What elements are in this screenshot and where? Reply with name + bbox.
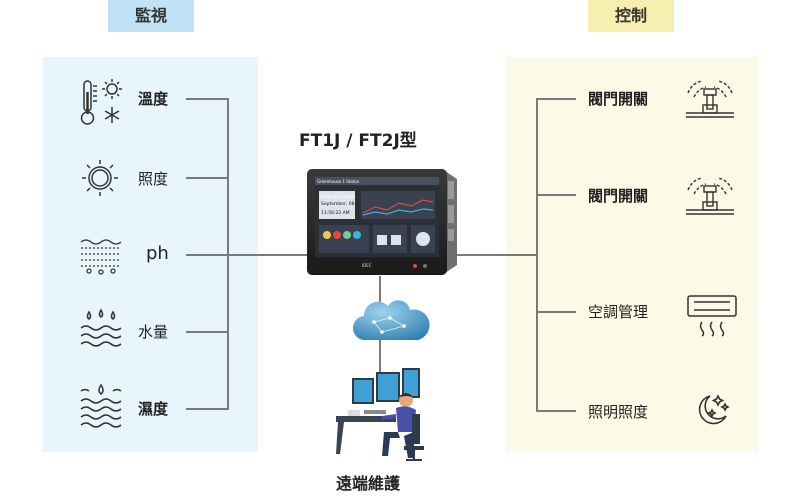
air-conditioner-icon — [687, 295, 737, 337]
screen-time: 11:56:22 AM — [321, 211, 350, 216]
control-label-ac: 空調管理 — [588, 303, 649, 321]
sprinkler-valve-icon — [686, 80, 734, 118]
monitor-tag: 監視 — [108, 0, 194, 32]
control-tag: 控制 — [588, 0, 674, 32]
monitor-label-ph: ph — [146, 243, 169, 264]
sun-icon — [82, 160, 118, 196]
device-to-control — [452, 254, 538, 256]
soil-ph-icon — [80, 239, 122, 275]
monitor-branch-5 — [186, 408, 228, 410]
screen-date: September, 08 — [321, 202, 355, 207]
control-label-valve-2: 閥門開關 — [588, 187, 649, 205]
monitor-label-illuminance: 照度 — [138, 170, 169, 188]
control-trunk — [536, 98, 538, 410]
device-title: FT1J / FT2J型 — [299, 131, 417, 151]
monitor-branch-2 — [186, 177, 228, 179]
monitor-to-device — [186, 254, 310, 256]
thermometer-sun-snow-icon — [80, 79, 122, 125]
control-label-valve-1: 閥門開關 — [588, 90, 649, 108]
screen-header: Greenhouse 1 Status — [317, 179, 360, 184]
screen-subtitle: Production Status — [320, 194, 356, 199]
cloud-icon — [352, 300, 430, 341]
device-brand: IDEC — [362, 263, 372, 268]
monitor-label-humidity: 濕度 — [138, 400, 169, 418]
monitor-branch-4 — [186, 331, 228, 333]
water-drops-icon — [80, 308, 122, 347]
control-label-lighting: 照明照度 — [588, 403, 649, 421]
control-panel — [506, 57, 758, 452]
monitor-branch-1 — [186, 98, 228, 100]
control-branch-1 — [536, 98, 576, 100]
moon-stars-icon — [698, 394, 730, 425]
control-branch-2 — [536, 194, 576, 196]
monitor-label-water: 水量 — [138, 323, 169, 341]
control-branch-3 — [536, 311, 576, 313]
humidity-icon — [80, 383, 122, 428]
control-branch-4 — [536, 410, 576, 412]
monitor-label-temperature: 溫度 — [138, 90, 169, 108]
hmi-device — [307, 169, 457, 275]
remote-workstation — [336, 368, 424, 461]
remote-maintenance-label: 遠端維護 — [336, 474, 401, 493]
sprinkler-valve-icon-2 — [686, 177, 734, 215]
